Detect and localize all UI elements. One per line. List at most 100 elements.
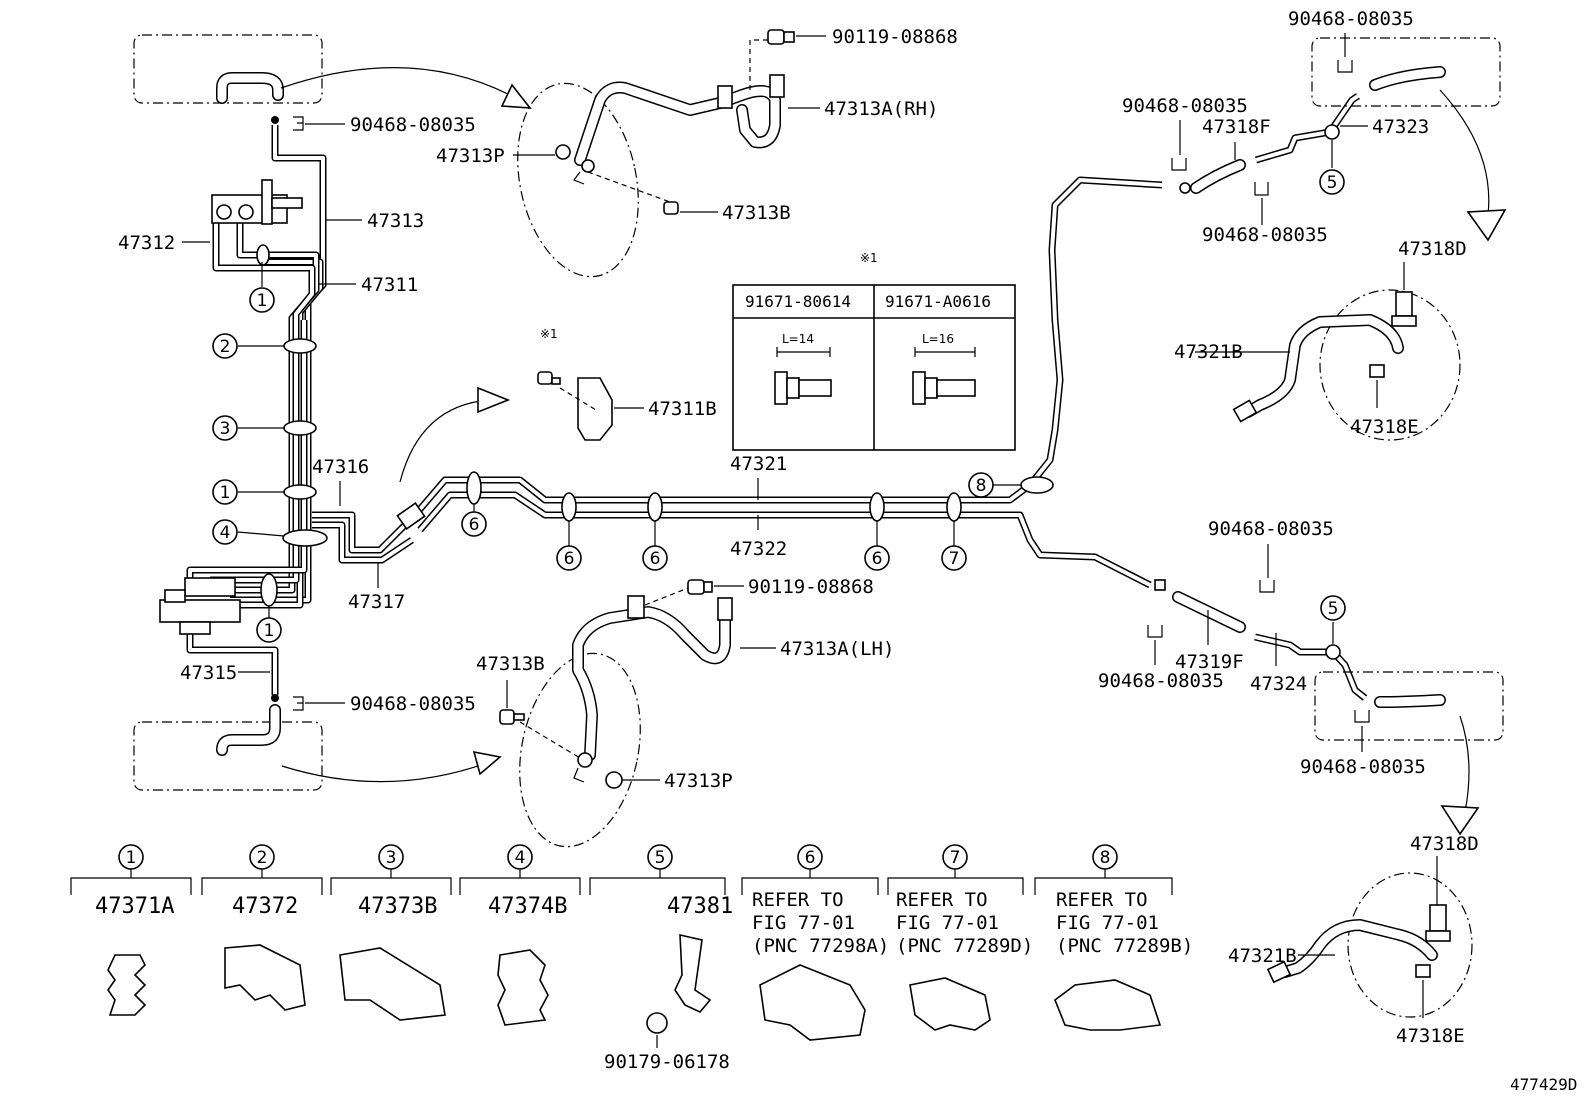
front-lh-hose-assembly: 90119-08868 47313A(LH) 47313B 47313P: [476, 576, 894, 848]
label-47322: 47322: [730, 538, 787, 560]
label-47313B-top: 47313B: [722, 202, 791, 224]
bolt-part-2: 91671-A0616: [885, 292, 991, 311]
svg-text:5: 5: [1328, 599, 1339, 619]
clip-90468-08035-a: 90468-08035: [271, 114, 476, 136]
rear-rh-caliper-hose: 47318D 47321B 47318E: [1174, 238, 1467, 441]
callout-3-left: 3: [212, 415, 285, 441]
legend-7-line3: (PNC 77289D): [896, 935, 1033, 957]
label-47324: 47324: [1250, 673, 1307, 695]
svg-text:6: 6: [650, 549, 661, 569]
svg-text:1: 1: [220, 483, 231, 503]
svg-text:4: 4: [220, 523, 231, 543]
label-90468-08035-h: 90468-08035: [1300, 756, 1426, 778]
svg-text:2: 2: [220, 337, 231, 357]
legend-part-90179-06178: 90179-06178: [604, 1051, 730, 1073]
label-47323: 47323: [1372, 116, 1429, 138]
legend-part-47373B: 47373B: [358, 894, 437, 919]
label-90468-08035-d: 90468-08035: [1202, 224, 1328, 246]
legend-7-line2: FIG 77-01: [896, 912, 999, 934]
label-47321B-bot: 47321B: [1228, 945, 1297, 967]
label-47315: 47315: [180, 662, 237, 684]
legend-item-2: 2 47372: [201, 844, 323, 1011]
legend-item-3: 3 47373B: [330, 844, 452, 1021]
svg-text:8: 8: [976, 476, 987, 496]
svg-text:6: 6: [872, 549, 883, 569]
svg-text:5: 5: [655, 848, 666, 868]
legend-part-47372: 47372: [232, 894, 298, 919]
label-47312: 47312: [118, 232, 175, 254]
svg-text:1: 1: [126, 848, 137, 868]
label-90468-08035-b: 90468-08035: [350, 693, 476, 715]
callout-1-b: 1: [212, 479, 285, 505]
label-47313P-bot: 47313P: [664, 770, 733, 792]
label-47311: 47311: [361, 274, 418, 296]
label-47318D-top: 47318D: [1398, 238, 1467, 260]
label-47318F: 47318F: [1202, 116, 1271, 138]
callout-1-c: 1: [256, 606, 282, 643]
label-47318D-bot: 47318D: [1410, 833, 1479, 855]
label-47313P-top: 47313P: [436, 145, 505, 167]
note-mark-small: ※1: [540, 327, 558, 341]
legend-part-47374B: 47374B: [488, 894, 567, 919]
legend-8-line2: FIG 77-01: [1056, 912, 1159, 934]
callout-4-left: 4: [212, 519, 285, 545]
callout-1-a: 1: [249, 262, 275, 313]
svg-text:1: 1: [264, 621, 275, 641]
legend-6-line2: FIG 77-01: [752, 912, 855, 934]
brake-actuator: [159, 577, 241, 635]
legend-item-5: 5 47381 90179-06178: [589, 844, 733, 1073]
front-left-detail-box: [133, 34, 532, 109]
label-47318E-bot: 47318E: [1396, 1025, 1465, 1047]
svg-text:5: 5: [1327, 173, 1338, 193]
label-47313A-RH: 47313A(RH): [824, 98, 938, 120]
legend-part-47371A: 47371A: [95, 894, 174, 919]
svg-text:3: 3: [386, 848, 397, 868]
label-47313B-bot: 47313B: [476, 653, 545, 675]
legend-item-4: 4 47374B: [459, 844, 581, 1026]
svg-text:8: 8: [1100, 848, 1111, 868]
legend-item-1: 1 47371A: [70, 844, 192, 1016]
legend-part-47381: 47381: [667, 894, 733, 919]
legend-item-8: 8 REFER TO FIG 77-01 (PNC 77289B): [1034, 844, 1193, 1031]
label-90119-08868-top: 90119-08868: [832, 26, 958, 48]
rear-rh-assembly: 90468-08035 47318F 5 47323 90468-08035 9…: [1122, 8, 1507, 246]
label-90119-08868-bot: 90119-08868: [748, 576, 874, 598]
bolt-part-1: 91671-80614: [745, 292, 851, 311]
legend-6-line3: (PNC 77298A): [752, 935, 889, 957]
front-rh-hose-assembly: 90119-08868 47313A(RH) 47313P 47313B: [436, 26, 958, 278]
svg-text:3: 3: [220, 419, 231, 439]
label-47313A-LH: 47313A(LH): [780, 638, 894, 660]
callouts-middle: 6 6 6 6 7 8: [461, 472, 1021, 571]
bracket-47311B: ※1 47311B: [399, 327, 717, 483]
rear-lh-caliper-hose: 47318D 47321B 47318E: [1228, 833, 1479, 1047]
legend-8-line3: (PNC 77289B): [1056, 935, 1193, 957]
label-90468-08035-e: 90468-08035: [1288, 8, 1414, 30]
label-47317: 47317: [348, 591, 405, 613]
label-90468-08035-g: 90468-08035: [1098, 670, 1224, 692]
legend-7-line1: REFER TO: [896, 889, 988, 911]
label-90468-08035-f: 90468-08035: [1208, 518, 1334, 540]
main-pipe-bundle: [186, 125, 414, 702]
label-47316: 47316: [312, 456, 369, 478]
label-47318E-top: 47318E: [1350, 416, 1419, 438]
label-47311B: 47311B: [648, 398, 717, 420]
svg-text:6: 6: [469, 515, 480, 535]
label-47321: 47321: [730, 453, 787, 475]
label-90468-08035-a: 90468-08035: [350, 114, 476, 136]
svg-text:1: 1: [257, 291, 268, 311]
legend-8-line1: REFER TO: [1056, 889, 1148, 911]
clamp-ovals-left: [256, 244, 328, 607]
svg-text:7: 7: [950, 848, 961, 868]
junction-block-47312: 47312: [118, 179, 303, 254]
label-90468-08035-c: 90468-08035: [1122, 95, 1248, 117]
diagram-id: 477429D: [1510, 1075, 1577, 1094]
svg-text:6: 6: [805, 848, 816, 868]
label-47321B-top: 47321B: [1174, 341, 1243, 363]
legend-item-7: 7 REFER TO FIG 77-01 (PNC 77289D): [887, 844, 1033, 1031]
svg-text:6: 6: [564, 549, 575, 569]
svg-text:2: 2: [257, 848, 268, 868]
bolt-len-1: L=14: [782, 332, 814, 346]
legend-item-6: 6 REFER TO FIG 77-01 (PNC 77298A): [741, 844, 889, 1041]
svg-text:7: 7: [949, 549, 960, 569]
